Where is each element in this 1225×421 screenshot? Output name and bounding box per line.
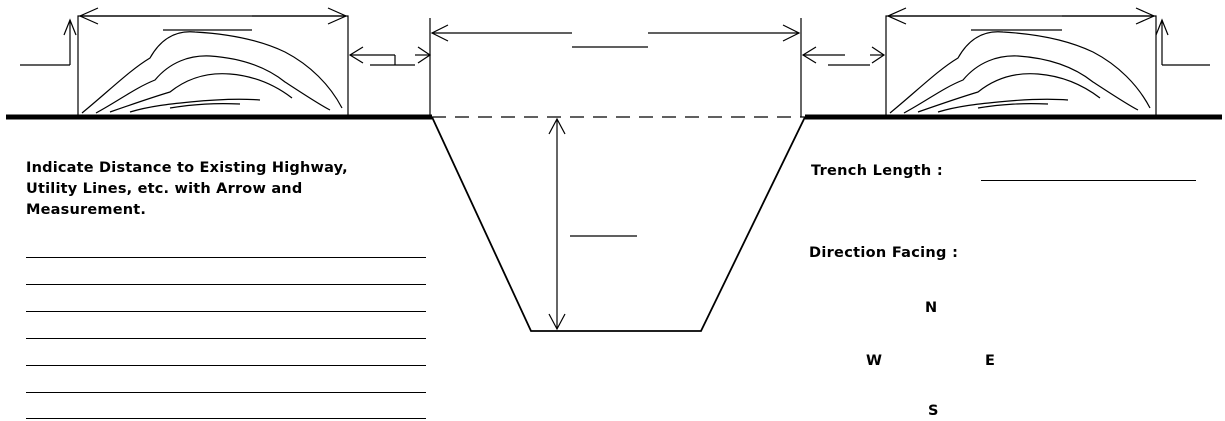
instruction-note: Indicate Distance to Existing Highway, U… <box>26 158 348 221</box>
notes-blank-line[interactable] <box>26 392 426 393</box>
compass-south[interactable]: S <box>928 403 939 419</box>
trench-length-field[interactable] <box>981 180 1196 181</box>
spoil-pile-right <box>889 31 1151 114</box>
instruction-line-3: Measurement. <box>26 202 147 218</box>
trench-top-width-dimension <box>430 24 801 48</box>
instruction-line-2: Utility Lines, etc. with Arrow and <box>26 181 303 197</box>
right-offset-dimension <box>801 46 886 66</box>
compass-west[interactable]: W <box>866 353 882 369</box>
left-offset-dimension <box>348 46 432 66</box>
spoil-box-right <box>885 15 1157 117</box>
spoil-pile-left <box>81 31 343 114</box>
instruction-line-1: Indicate Distance to Existing Highway, <box>26 160 348 176</box>
notes-blank-line[interactable] <box>26 284 426 285</box>
trench-length-label: Trench Length : <box>811 163 943 179</box>
right-pile-height-dimension <box>1155 18 1210 66</box>
right-pile-width-dimension <box>886 7 1156 31</box>
notes-blank-line[interactable] <box>26 338 426 339</box>
left-pile-width-dimension <box>78 7 348 31</box>
spoil-box-left <box>77 15 349 117</box>
direction-facing-label: Direction Facing : <box>809 245 959 261</box>
compass-north[interactable]: N <box>925 300 938 316</box>
trench-profile <box>431 116 806 332</box>
trench-depth-dimension <box>548 117 637 331</box>
notes-blank-line[interactable] <box>26 418 426 419</box>
notes-blank-line[interactable] <box>26 257 426 258</box>
compass-east[interactable]: E <box>985 353 995 369</box>
notes-blank-line[interactable] <box>26 365 426 366</box>
left-pile-height-dimension <box>20 18 77 66</box>
notes-blank-line[interactable] <box>26 311 426 312</box>
